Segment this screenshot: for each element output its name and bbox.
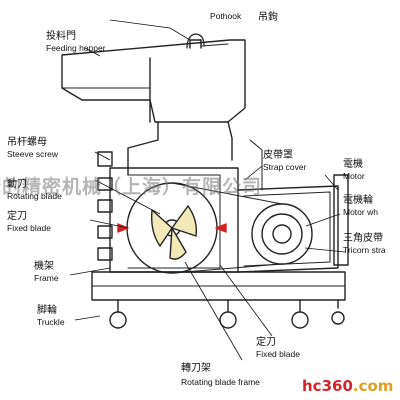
steeve-screw-icon (97, 151, 113, 261)
label-fixed-blade-bottom-zh: 定刀 (256, 337, 276, 348)
label-motor-en: Motor (343, 171, 365, 181)
label-motor-zh: 電機 (343, 159, 363, 170)
label-frame-zh: 機架 (34, 261, 54, 272)
label-rotating-blade-frame-en: Rotating blade frame (181, 377, 260, 387)
label-steeve-screw-zh: 吊杆螺母 (7, 137, 47, 148)
label-rotating-blade-zh: 動刀 (7, 179, 27, 190)
hc360-logo: hc360.com (302, 377, 393, 395)
truckle-icon (109, 299, 345, 329)
label-rotating-blade-frame-zh: 轉刀架 (181, 363, 211, 374)
motor-wheel-icon (251, 203, 313, 265)
label-fixed-blade-bottom-en: Fixed blade (256, 349, 300, 359)
label-feeding-hopper-zh: 投料門 (46, 31, 76, 42)
label-fixed-blade-left-en: Fixed blade (7, 223, 51, 233)
label-fixed-blade-left-zh: 定刀 (7, 211, 27, 222)
logo-part2: .com (352, 377, 394, 395)
strap-cover (237, 185, 339, 273)
label-steeve-screw-en: Steeve screw (7, 149, 59, 159)
crusher-machine-drawing (61, 33, 349, 329)
feeding-hopper (61, 39, 246, 123)
leader-lines (69, 19, 346, 361)
label-pothook-zh: 吊鉤 (258, 12, 278, 23)
label-tricorn-strap-en: Tricorn stra (343, 245, 386, 255)
label-truckle-en: Truckle (37, 317, 65, 327)
label-truckle-zh: 脚輪 (37, 305, 57, 316)
logo-part1: hc360 (302, 377, 353, 395)
label-feeding-hopper-en: Feeding hopper (46, 43, 106, 53)
label-motor-wheel-en: Motor wh (343, 207, 378, 217)
label-frame-en: Frame (34, 273, 59, 283)
frame (91, 271, 346, 301)
label-strap-cover-en: Strap cover (263, 162, 307, 172)
label-motor-wheel-zh: 電機輪 (343, 195, 373, 206)
label-pothook-en: Pothook (210, 11, 242, 21)
label-rotating-blade-en: Rotating blade (7, 191, 62, 201)
watermark: 摩的精密机械（上海）有限公司 (0, 176, 263, 198)
label-strap-cover-zh: 皮帶罩 (263, 150, 293, 161)
label-tricorn-strap-zh: 三角皮帶 (343, 233, 383, 244)
